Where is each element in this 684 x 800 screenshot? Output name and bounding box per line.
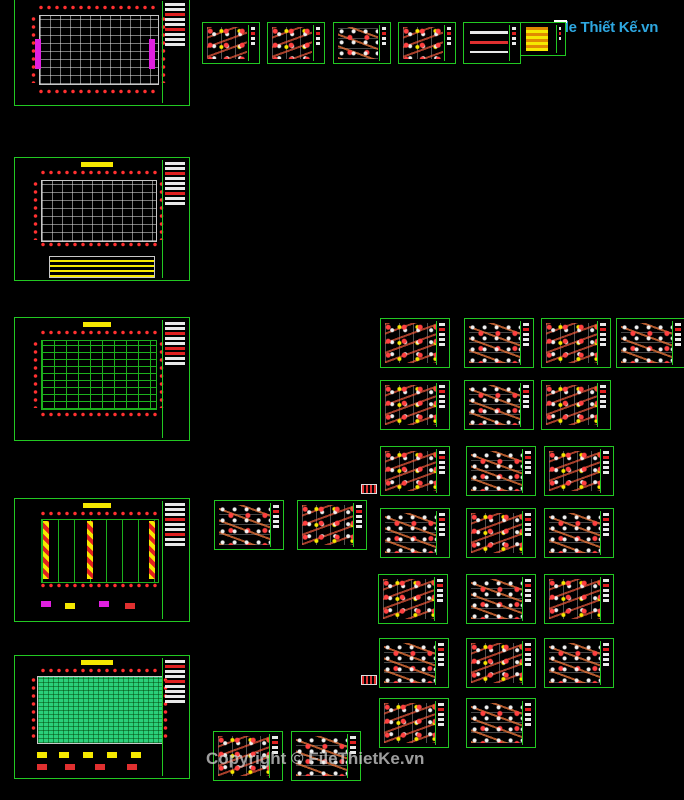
- detail-sheet-r7c2[interactable]: [466, 698, 536, 748]
- copyright-watermark: Copyright © FileThietKe.vn: [206, 749, 425, 768]
- detail-sheet-m2[interactable]: [297, 500, 367, 550]
- detail-sheet-r6c1[interactable]: [379, 638, 449, 688]
- detail-sheet-r2c1[interactable]: [380, 380, 450, 430]
- detail-sheet-r1c1[interactable]: [380, 318, 450, 368]
- drawing-sheet-roof-framing-plan[interactable]: [14, 498, 190, 622]
- detail-sheet-t2[interactable]: [267, 22, 325, 64]
- detail-sheet-r5c3[interactable]: [544, 574, 614, 624]
- detail-sheet-b2[interactable]: [291, 731, 361, 781]
- detail-sheet-t1[interactable]: [202, 22, 260, 64]
- detail-sheet-r2c3[interactable]: [541, 380, 611, 430]
- detail-sheet-m1[interactable]: [214, 500, 284, 550]
- detail-sheet-r4c1[interactable]: [380, 508, 450, 558]
- detail-marker-1: [361, 484, 377, 494]
- logo-text: File Thiết Kế.vn: [552, 18, 659, 36]
- detail-sheet-r1c2[interactable]: [464, 318, 534, 368]
- detail-sheet-r3c1[interactable]: [380, 446, 450, 496]
- detail-sheet-r1c4[interactable]: [616, 318, 684, 368]
- detail-sheet-r4c2[interactable]: [466, 508, 536, 558]
- detail-marker-2: [361, 675, 377, 685]
- detail-sheet-r3c2[interactable]: [466, 446, 536, 496]
- drawing-sheet-slab-plan[interactable]: [14, 655, 190, 779]
- detail-sheet-r6c3[interactable]: [544, 638, 614, 688]
- drawing-sheet-column-plan[interactable]: [14, 157, 190, 281]
- detail-sheet-r5c2[interactable]: [466, 574, 536, 624]
- detail-sheet-r4c3[interactable]: [544, 508, 614, 558]
- detail-sheet-t6[interactable]: [520, 22, 566, 56]
- detail-sheet-b1[interactable]: [213, 731, 283, 781]
- detail-sheet-r2c2[interactable]: [464, 380, 534, 430]
- drawing-sheet-foundation-plan[interactable]: [14, 0, 190, 106]
- detail-sheet-r6c2[interactable]: [466, 638, 536, 688]
- detail-sheet-t4[interactable]: [398, 22, 456, 64]
- detail-sheet-r1c3[interactable]: [541, 318, 611, 368]
- detail-sheet-t5[interactable]: [463, 22, 521, 64]
- detail-sheet-t3[interactable]: [333, 22, 391, 64]
- detail-sheet-r5c1[interactable]: [378, 574, 448, 624]
- detail-sheet-r3c3[interactable]: [544, 446, 614, 496]
- drawing-sheet-beam-plan[interactable]: [14, 317, 190, 441]
- detail-sheet-r7c1[interactable]: [379, 698, 449, 748]
